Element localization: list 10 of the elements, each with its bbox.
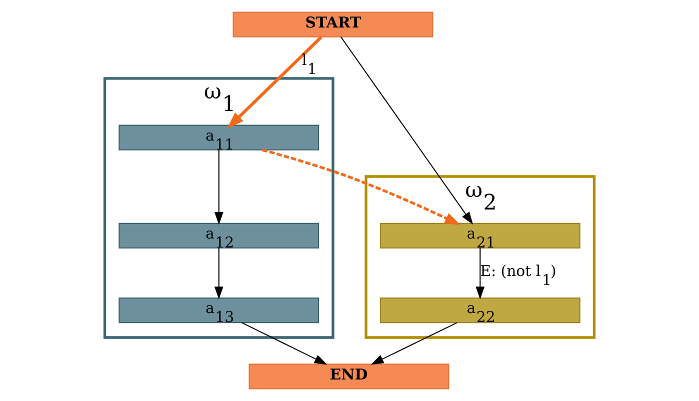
- node-box: END: [248, 364, 450, 390]
- arrow: [476, 248, 485, 300]
- arrow: [340, 36, 474, 225]
- arrow: [226, 36, 322, 129]
- arrow: [262, 148, 461, 226]
- arrow: [242, 322, 328, 365]
- arrow: [214, 248, 224, 300]
- arrow: [214, 150, 224, 225]
- node-box: START: [232, 12, 434, 38]
- arrow: [370, 322, 458, 365]
